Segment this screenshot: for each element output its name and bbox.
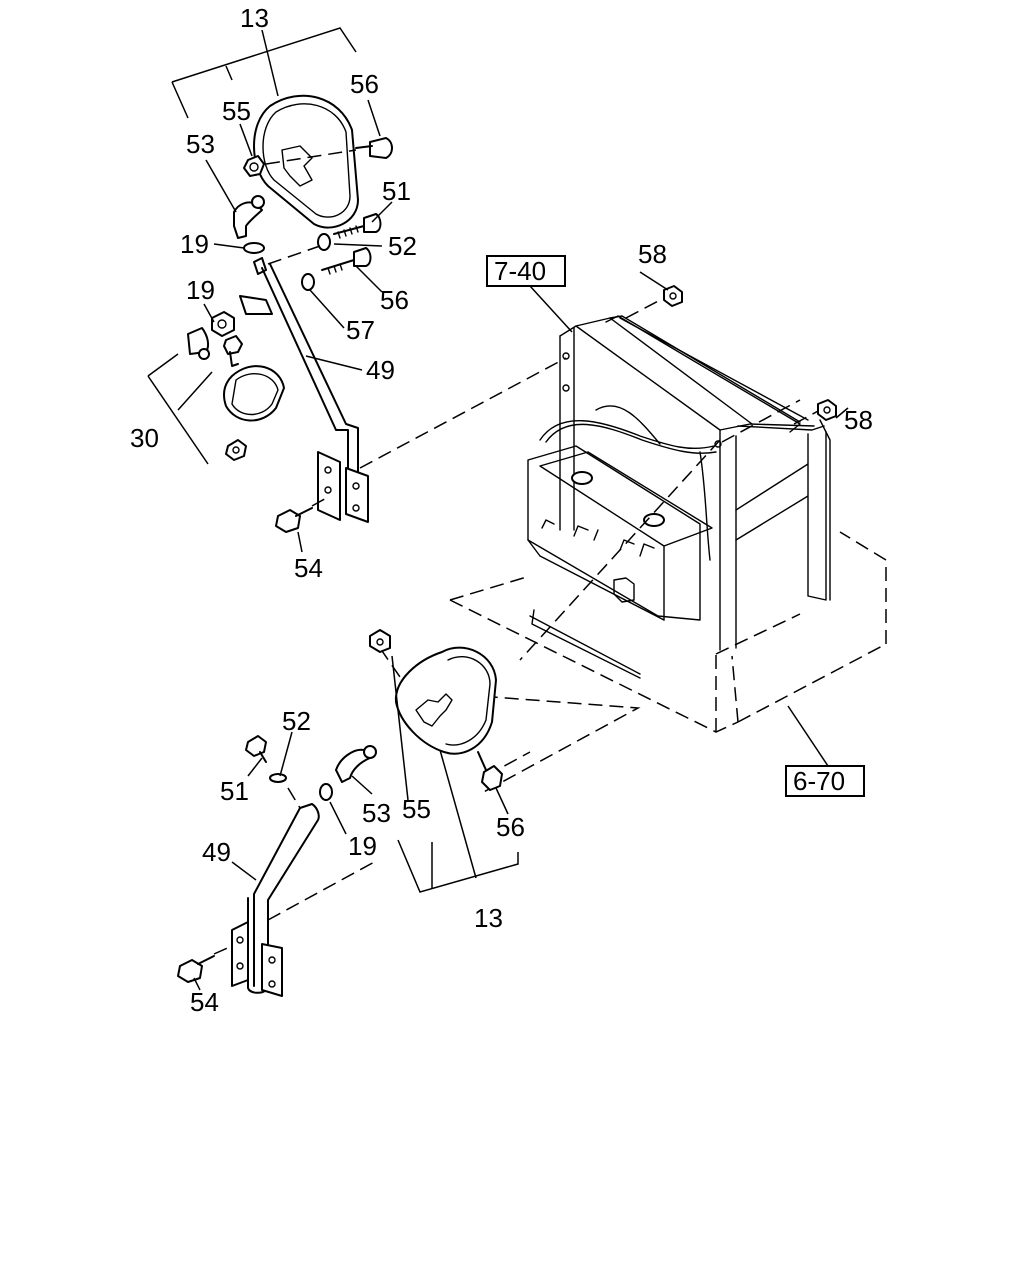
ref-box-7-40: 7-40 [486,255,566,287]
callout-54-bottom: 54 [190,987,219,1017]
callout-57: 57 [346,315,375,345]
callout-54-top: 54 [294,553,323,583]
arm-49-top [239,257,567,523]
callout-30: 30 [130,423,159,453]
elbow-53-bottom [335,745,377,783]
elbow-53-top [233,195,265,239]
callout-56-mid: 56 [380,285,409,315]
callout-13-top: 13 [240,3,269,33]
callout-52-bottom: 52 [282,706,311,736]
ref-label-7-40: 7-40 [494,256,546,286]
nut-55-top [243,155,265,177]
washer-52-top [317,233,331,251]
callout-58-b: 58 [844,405,873,435]
callout-53-bottom: 53 [362,798,391,828]
washer-57 [301,273,315,291]
callout-55-top: 55 [222,96,251,126]
washer-19-bottom [319,783,333,801]
bottom-mirror-assembly [177,629,641,997]
callout-19-b: 19 [186,275,215,305]
ref-label-6-70: 6-70 [793,766,845,796]
washer-19-top [243,242,265,254]
mirror-head-bottom [394,646,497,755]
mirror-head-top [253,94,359,229]
washer-52-bottom [269,773,287,783]
ref-box-6-70: 6-70 [785,765,865,797]
bolt-56-top [265,137,393,165]
callout-53-top: 53 [186,129,215,159]
bolt-51-bottom [245,735,267,763]
callout-13-bottom: 13 [474,903,503,933]
arm-49-bottom [231,787,379,997]
nut-55-bottom [369,629,391,653]
nut-58-left [663,285,683,307]
callout-51-bottom: 51 [220,776,249,806]
callout-58-a: 58 [638,239,667,269]
callout-55-bottom: 55 [402,794,431,824]
callout-19-bottom: 19 [348,831,377,861]
round-mirror-30 [187,327,285,461]
bolt-56-mid [267,245,372,275]
bolt-54-top [275,495,331,533]
callout-56-top: 56 [350,69,379,99]
callout-49-bottom: 49 [202,837,231,867]
callout-49-top: 49 [366,355,395,385]
callout-56-bottom: 56 [496,812,525,842]
battery-box-assembly [449,271,887,767]
nut-19-mid [211,311,235,337]
top-mirror-assembly [147,27,567,553]
bolt-56-bottom [477,751,503,791]
callout-19-a: 19 [180,229,209,259]
nut-58-right [817,399,837,421]
bolt-54-bottom [177,945,233,983]
callout-52-top: 52 [388,231,417,261]
callout-51-top: 51 [382,176,411,206]
